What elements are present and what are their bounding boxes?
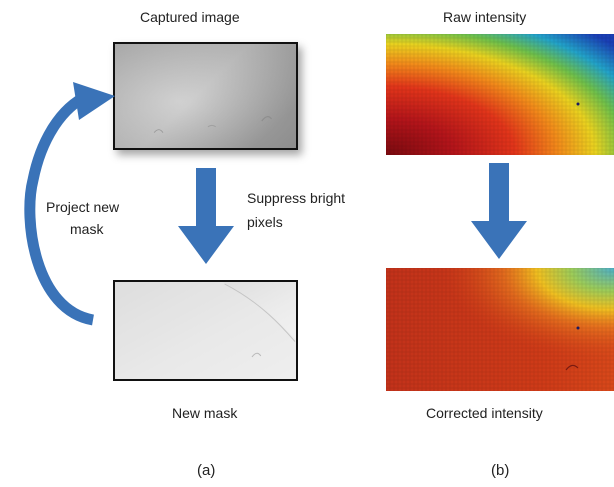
captured-image-label: Captured image bbox=[140, 9, 240, 25]
project-label-line1: Project new bbox=[46, 199, 120, 215]
raw-intensity-heatmap bbox=[386, 34, 614, 155]
panel-b-tag: (b) bbox=[491, 462, 510, 479]
project-label-line2: mask bbox=[70, 221, 104, 237]
curved-arrow-icon bbox=[24, 82, 115, 326]
raw-intensity-label: Raw intensity bbox=[443, 9, 527, 25]
new-mask-label: New mask bbox=[172, 405, 238, 421]
captured-image bbox=[113, 42, 298, 150]
suppress-label-line2: pixels bbox=[247, 214, 283, 230]
down-arrow-icon bbox=[471, 163, 527, 259]
corrected-intensity-heatmap bbox=[386, 268, 614, 391]
new-mask-image bbox=[113, 280, 298, 381]
down-arrow-icon bbox=[178, 168, 234, 264]
suppress-label-line1: Suppress bright bbox=[247, 190, 346, 206]
panel-a-tag: (a) bbox=[197, 462, 216, 479]
corrected-intensity-label: Corrected intensity bbox=[426, 405, 543, 421]
